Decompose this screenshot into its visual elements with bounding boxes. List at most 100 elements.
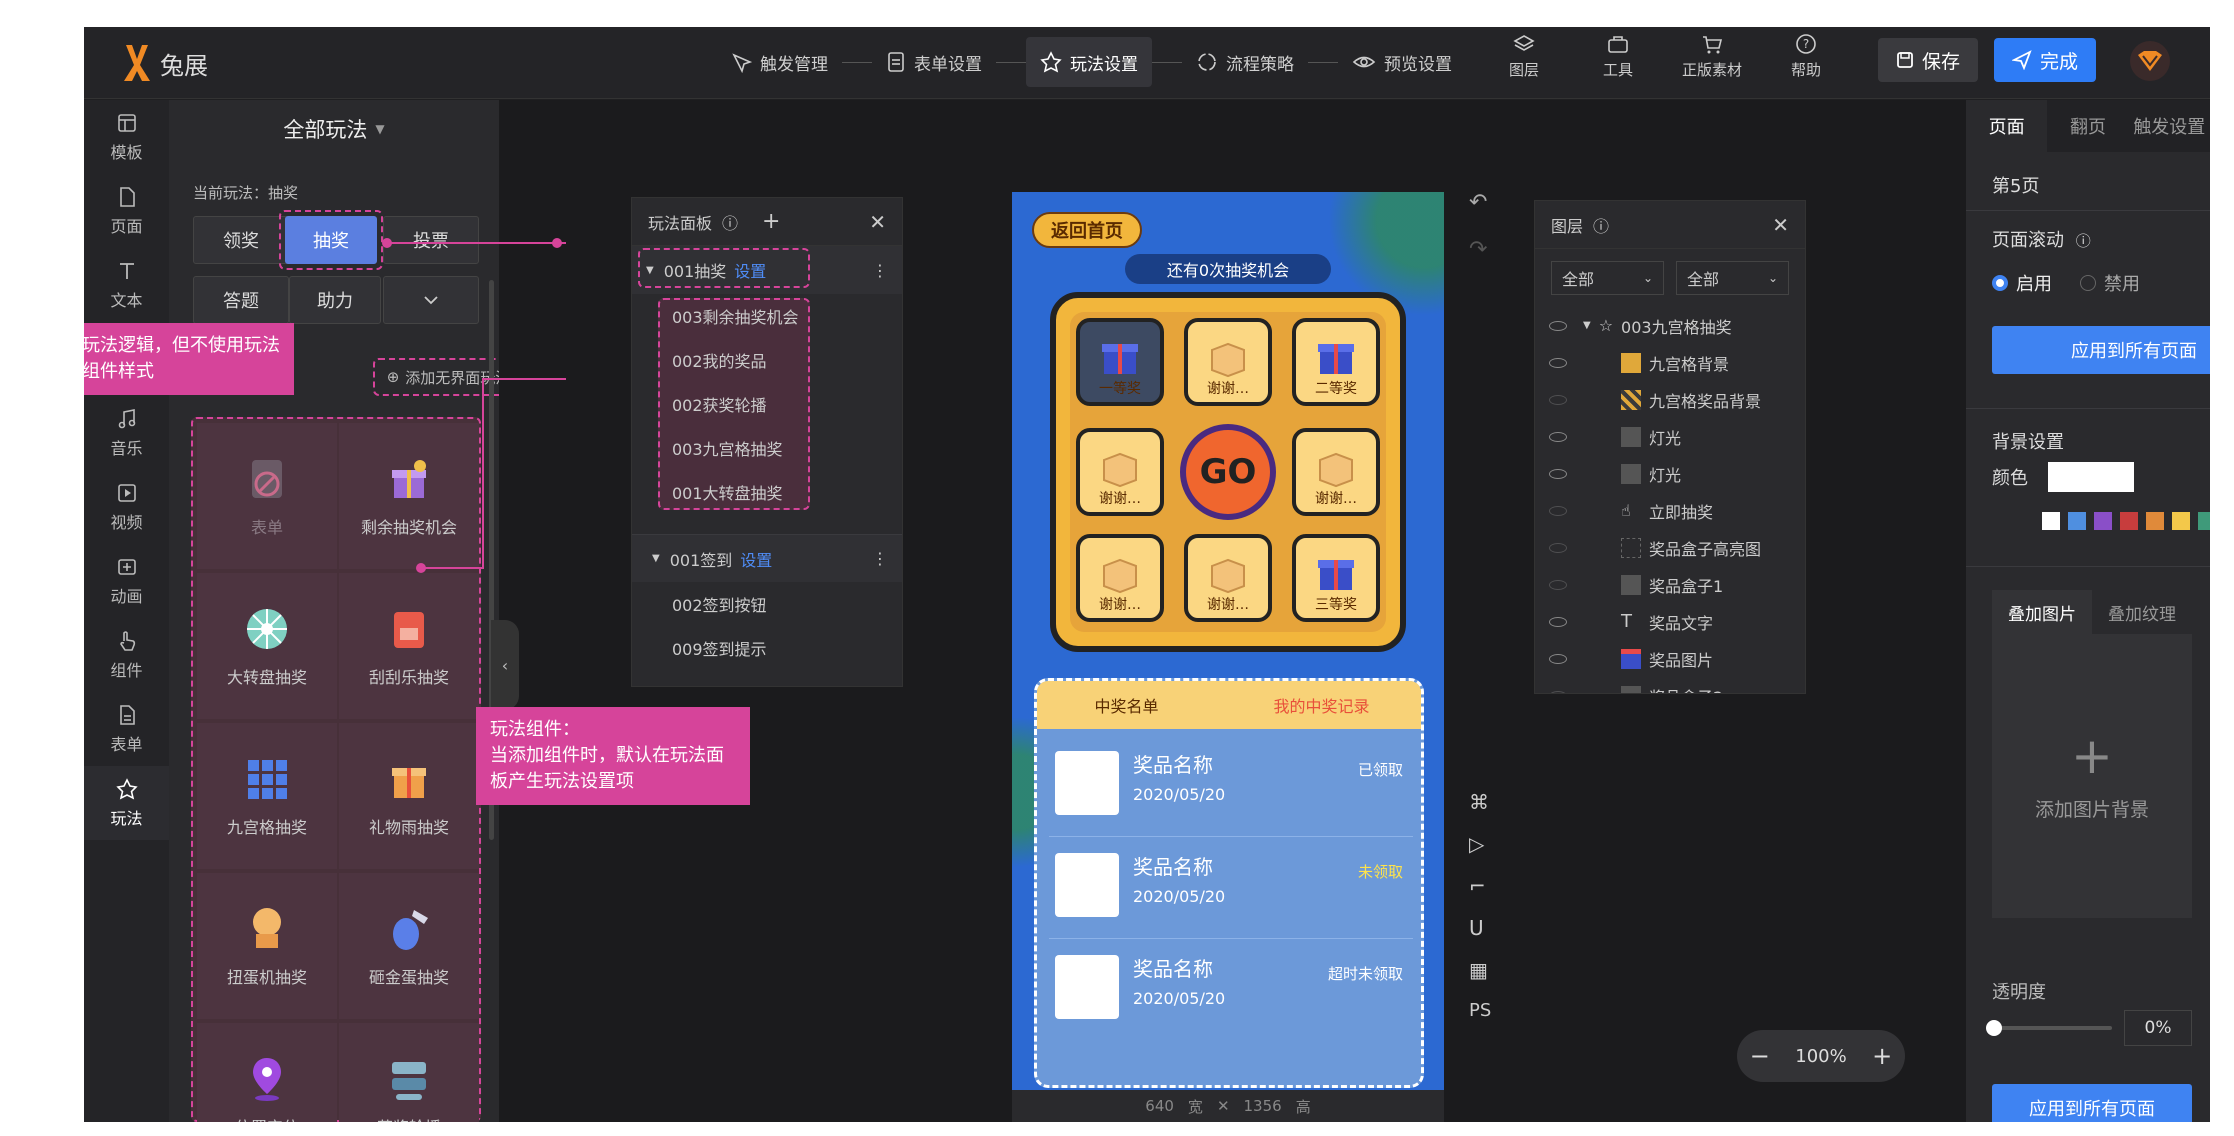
tab-overlay-texture[interactable]: 叠加纹理: [2108, 604, 2176, 625]
step-flow[interactable]: 流程策略: [1182, 37, 1308, 87]
step-gameplay[interactable]: 玩法设置: [1026, 37, 1152, 87]
tool-help[interactable]: ? 帮助: [1776, 33, 1836, 80]
step-preview[interactable]: 预览设置: [1338, 37, 1466, 87]
prize-cell[interactable]: 二等奖: [1292, 318, 1380, 406]
layer-row[interactable]: ▼☆003九宫格抽奖: [1535, 307, 1805, 344]
eye-icon[interactable]: [1549, 653, 1567, 664]
grid-item-wheel[interactable]: 大转盘抽奖: [197, 573, 337, 719]
layer-row[interactable]: 灯光: [1535, 418, 1805, 455]
prize-cell[interactable]: 谢谢…: [1292, 428, 1380, 516]
tool-tools[interactable]: 工具: [1588, 33, 1648, 80]
eye-icon[interactable]: [1549, 468, 1567, 479]
color-picker[interactable]: [2048, 462, 2134, 492]
close-icon[interactable]: ✕: [869, 209, 886, 234]
opacity-slider[interactable]: [1986, 1020, 2112, 1036]
tag-vote[interactable]: 投票: [383, 216, 479, 264]
radio-disable[interactable]: 禁用: [2080, 270, 2140, 296]
close-icon[interactable]: ✕: [1772, 212, 1789, 237]
zoom-in-button[interactable]: +: [1872, 1042, 1893, 1070]
tab-overlay-image[interactable]: 叠加图片: [1992, 590, 2092, 634]
step-trigger[interactable]: 触发管理: [716, 37, 842, 87]
redo-icon[interactable]: ↷: [1469, 237, 1488, 262]
tab-trigger[interactable]: 触发设置: [2133, 117, 2206, 138]
back-home-button[interactable]: 返回首页: [1032, 212, 1142, 248]
grid-item-winner-carousel[interactable]: 获奖轮播: [339, 1023, 479, 1122]
magnet-icon[interactable]: U: [1469, 916, 1484, 940]
grid-item-remaining-chances[interactable]: 剩余抽奖机会: [339, 423, 479, 569]
opacity-input[interactable]: 0%: [2124, 1010, 2192, 1046]
eye-icon[interactable]: [1549, 394, 1567, 405]
play-group-lottery[interactable]: ▼ 001抽奖 设置 ⋮: [632, 246, 902, 294]
color-swatch[interactable]: [2198, 512, 2210, 530]
tag-claim[interactable]: 领奖: [193, 216, 289, 264]
group-setting-link[interactable]: 设置: [740, 550, 773, 570]
eye-icon[interactable]: [1549, 616, 1567, 627]
eye-icon[interactable]: [1549, 579, 1567, 590]
grid-item-nine-grid[interactable]: 九宫格抽奖: [197, 723, 337, 869]
rail-item-gameplay[interactable]: 玩法: [84, 766, 169, 840]
play-item[interactable]: 009签到提示: [672, 640, 767, 659]
grid-item-golden-egg[interactable]: 砸金蛋抽奖: [339, 873, 479, 1019]
eye-icon[interactable]: [1549, 690, 1567, 693]
undo-icon[interactable]: ↶: [1469, 190, 1488, 215]
done-button[interactable]: 完成: [1994, 38, 2096, 82]
play-group-checkin[interactable]: ▼ 001签到 设置 ⋮: [632, 534, 902, 582]
collapse-panel-button[interactable]: ‹: [491, 620, 519, 710]
layer-row[interactable]: 奖品盒子高亮图: [1535, 529, 1805, 566]
play-item[interactable]: 003九宫格抽奖: [672, 440, 783, 459]
play-item[interactable]: 003剩余抽奖机会: [672, 308, 799, 327]
eye-icon[interactable]: [1549, 320, 1567, 331]
grid-icon[interactable]: ▦: [1469, 958, 1488, 982]
radio-enable[interactable]: 启用: [1992, 270, 2052, 296]
layer-row[interactable]: ☝立即抽奖: [1535, 492, 1805, 529]
slider-handle[interactable]: [1986, 1020, 2002, 1036]
grid-item-location[interactable]: 位置定位: [197, 1023, 337, 1122]
tag-assist[interactable]: 助力: [289, 276, 381, 324]
record-row[interactable]: 奖品名称 2020/05/20 已领取: [1049, 737, 1413, 837]
page-width[interactable]: 640: [1145, 1097, 1174, 1115]
prize-cell[interactable]: 谢谢…: [1184, 534, 1272, 622]
more-tags-dropdown[interactable]: [383, 276, 479, 324]
record-row[interactable]: 奖品名称 2020/05/20 超时未领取: [1049, 941, 1413, 1041]
color-swatch[interactable]: [2068, 512, 2086, 530]
rail-item-music[interactable]: 音乐: [84, 396, 169, 470]
play-item[interactable]: 002签到按钮: [672, 596, 767, 615]
page-height[interactable]: 1356: [1243, 1097, 1282, 1115]
gameplay-filter-dropdown[interactable]: 全部玩法 ▼: [169, 100, 499, 158]
eye-icon[interactable]: [1549, 431, 1567, 442]
prize-cell[interactable]: 三等奖: [1292, 534, 1380, 622]
grid-item-gift-rain[interactable]: 礼物雨抽奖: [339, 723, 479, 869]
layer-row[interactable]: 奖品盒子2: [1535, 677, 1805, 693]
ps-icon[interactable]: PS: [1469, 1000, 1492, 1021]
layer-row[interactable]: 奖品图片: [1535, 640, 1805, 677]
add-bg-image-dropzone[interactable]: + 添加图片背景: [1992, 634, 2192, 918]
group-setting-link[interactable]: 设置: [734, 262, 767, 281]
record-row[interactable]: 奖品名称 2020/05/20 未领取: [1049, 839, 1413, 939]
layer-filter-select[interactable]: 全部 ⌄: [1551, 261, 1664, 295]
more-vertical-icon[interactable]: ⋮: [872, 549, 888, 568]
rail-item-component[interactable]: 组件: [84, 618, 169, 692]
play-item[interactable]: 002我的奖品: [672, 352, 767, 371]
avatar[interactable]: [2128, 39, 2172, 83]
apply-all-pages-button[interactable]: 应用到所有页面: [1992, 326, 2210, 374]
layer-row[interactable]: 灯光: [1535, 455, 1805, 492]
tab-my-records[interactable]: 我的中奖记录: [1273, 697, 1370, 716]
rail-item-text[interactable]: 文本: [84, 248, 169, 322]
color-swatch[interactable]: [2172, 512, 2190, 530]
tag-lottery[interactable]: 抽奖: [285, 216, 377, 264]
layer-row[interactable]: 奖品盒子1: [1535, 566, 1805, 603]
layer-row[interactable]: 九宫格奖品背景: [1535, 381, 1805, 418]
eye-icon[interactable]: [1549, 542, 1567, 553]
zoom-out-button[interactable]: −: [1749, 1042, 1770, 1070]
prize-cell[interactable]: 一等奖: [1076, 318, 1164, 406]
tag-quiz[interactable]: 答题: [193, 276, 289, 324]
play-icon[interactable]: ▷: [1469, 832, 1485, 856]
ruler-icon[interactable]: ⌐: [1469, 874, 1486, 898]
go-button[interactable]: GO: [1180, 424, 1276, 520]
tool-layers[interactable]: 图层: [1494, 33, 1554, 80]
color-swatch[interactable]: [2042, 512, 2060, 530]
tool-assets[interactable]: 正版素材: [1682, 33, 1742, 80]
grid-item-form[interactable]: 表单: [197, 423, 337, 569]
play-item[interactable]: 002获奖轮播: [672, 396, 767, 415]
